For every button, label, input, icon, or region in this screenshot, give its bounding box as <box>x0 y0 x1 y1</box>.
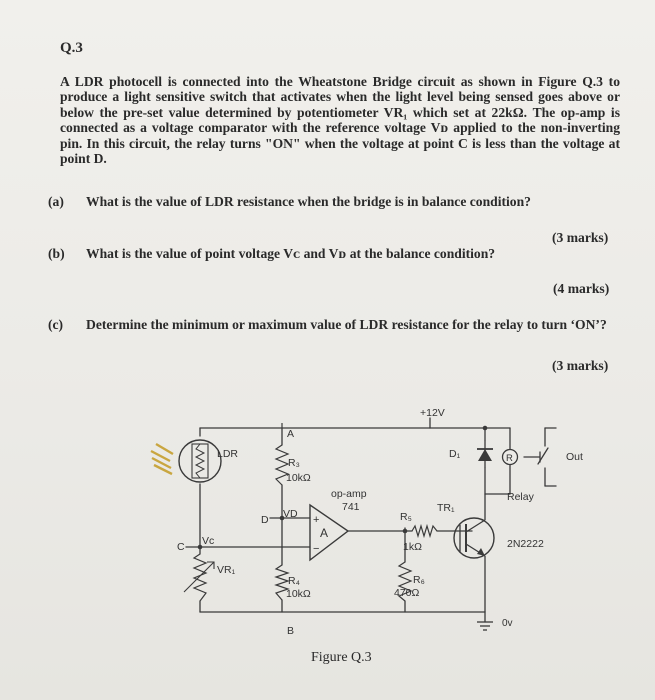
figure-caption: Figure Q.3 <box>311 650 372 665</box>
r5-resistor <box>411 523 438 539</box>
transistor-tr1 <box>453 494 495 612</box>
transistor-label: TR₁ <box>437 502 455 514</box>
part-b-marks: (4 marks) <box>553 281 610 296</box>
r4-name-label: R₄ <box>288 575 300 587</box>
r4-value-label: 10kΩ <box>286 588 311 600</box>
opamp-letter-label: A <box>320 526 328 540</box>
node-c-label: C <box>177 541 185 553</box>
out-label: Out <box>566 451 583 463</box>
r3-name-label: R₃ <box>288 457 300 469</box>
r3-value-label: 10kΩ <box>286 472 311 484</box>
r3-resistor <box>274 444 290 486</box>
part-c-marks: (3 marks) <box>552 358 609 373</box>
r6-resistor <box>397 561 413 602</box>
light-arrows-icon <box>150 442 174 476</box>
diode-d1 <box>477 440 493 468</box>
part-b: (b) What is the value of point voltage V… <box>48 246 628 266</box>
opamp-model-label: 741 <box>342 501 360 513</box>
vr1-label: VR₁ <box>217 564 236 576</box>
node-dots <box>197 425 488 550</box>
ground-icon <box>477 621 493 631</box>
part-c: (c) Determine the minimum or maximum val… <box>48 317 628 353</box>
part-b-text: What is the value of point voltage Vᴄ an… <box>86 246 496 261</box>
r6-value-label: 470Ω <box>394 587 420 599</box>
node-b-label: B <box>287 625 294 637</box>
opamp-name-label: op-amp <box>331 488 367 500</box>
transistor-model-label: 2N2222 <box>507 538 544 550</box>
diode-label: D₁ <box>449 448 461 460</box>
r5-name-label: R₅ <box>400 511 412 523</box>
node-a-label: A <box>287 428 294 440</box>
supply-label: +12V <box>420 407 445 419</box>
opamp-minus-label: − <box>313 543 319 555</box>
r5-value-label: 1kΩ <box>403 541 422 553</box>
part-a-label: (a) <box>48 194 64 209</box>
part-a-marks: (3 marks) <box>552 230 609 245</box>
relay-coil <box>501 448 519 466</box>
ldr-photocell <box>178 439 222 483</box>
question-number: Q.3 <box>60 40 83 56</box>
relay-coil-label: R <box>506 453 513 464</box>
part-c-text: Determine the minimum or maximum value o… <box>86 317 607 332</box>
part-a: (a) What is the value of LDR resistance … <box>48 194 628 214</box>
vd-label: VD <box>283 508 298 520</box>
part-c-label: (c) <box>48 317 64 332</box>
r4-resistor <box>274 564 290 601</box>
part-b-label: (b) <box>48 246 65 261</box>
opamp-plus-label: + <box>313 514 319 526</box>
ground-label: 0v <box>502 618 513 629</box>
question-intro: A LDR photocell is connected into the Wh… <box>60 74 620 167</box>
part-a-text: What is the value of LDR resistance when… <box>86 194 531 209</box>
vc-label: Vc <box>202 535 214 547</box>
r6-name-label: R₆ <box>413 574 425 586</box>
vr1-potentiometer <box>183 553 215 602</box>
op-amp-741 <box>309 503 350 562</box>
relay-label: Relay <box>507 491 535 503</box>
ldr-label: LDR <box>217 448 238 460</box>
node-d-label: D <box>261 514 269 526</box>
